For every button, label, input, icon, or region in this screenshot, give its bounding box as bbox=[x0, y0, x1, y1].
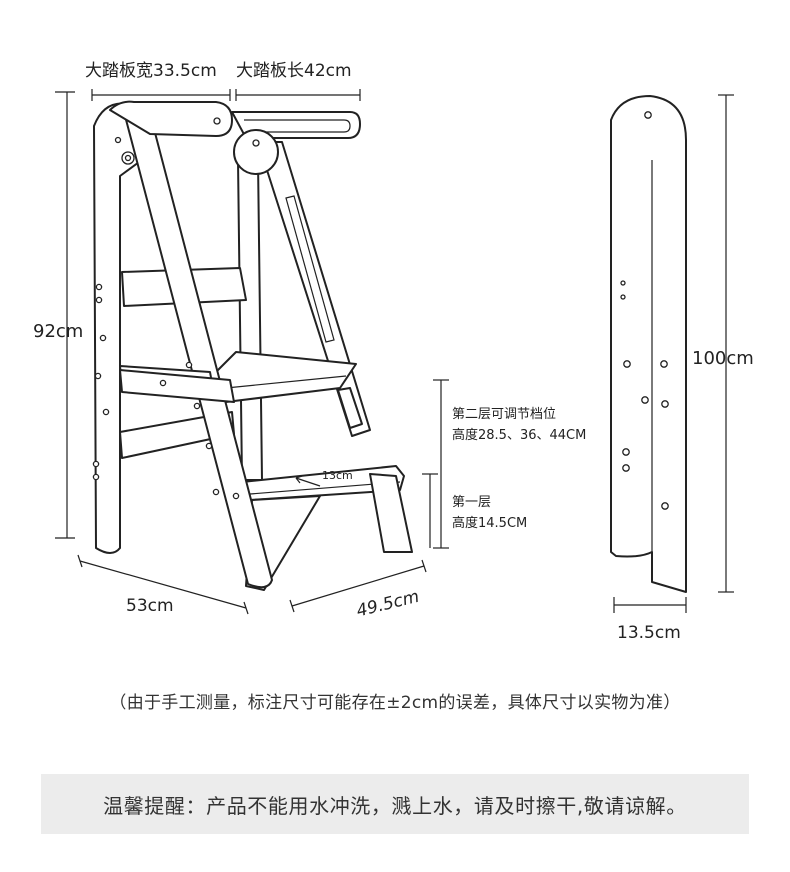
top-length-label: 大踏板长42cm bbox=[236, 61, 352, 81]
side-height-label: 100cm bbox=[692, 348, 754, 369]
depth-right-label: 49.5cm bbox=[355, 587, 422, 622]
top-width-label: 大踏板宽33.5cm bbox=[85, 61, 217, 81]
second-level-heights: 高度28.5、36、44CM bbox=[452, 427, 586, 443]
level-height-brackets bbox=[422, 379, 449, 549]
first-level-height: 高度14.5CM bbox=[452, 515, 527, 531]
side-width-dimension-line bbox=[613, 597, 687, 613]
step-depth-indicator bbox=[295, 475, 321, 487]
side-height-dimension-line bbox=[718, 94, 734, 593]
care-tip-bar: 温馨提醒：产品不能用水冲洗，溅上水，请及时擦干,敬请谅解。 bbox=[41, 774, 749, 834]
first-level-title: 第一层 bbox=[452, 495, 491, 510]
second-level-title: 第二层可调节档位 bbox=[452, 407, 556, 422]
measurement-disclaimer: （由于手工测量，标注尺寸可能存在±2cm的误差，具体尺寸以实物为准） bbox=[109, 693, 681, 713]
learning-tower-drawing bbox=[92, 100, 413, 591]
depth-dimension-lines bbox=[77, 554, 427, 615]
top-dimension-lines bbox=[91, 89, 361, 101]
height-dimension-line bbox=[55, 91, 75, 539]
care-tip-text: 温馨提醒：产品不能用水冲洗，溅上水，请及时擦干,敬请谅解。 bbox=[103, 793, 687, 818]
step-depth-label: 13cm bbox=[322, 469, 353, 482]
depth-left-label: 53cm bbox=[126, 596, 174, 616]
side-panel-drawing bbox=[610, 95, 687, 593]
side-width-label: 13.5cm bbox=[617, 623, 681, 643]
height-label: 92cm bbox=[33, 321, 83, 342]
